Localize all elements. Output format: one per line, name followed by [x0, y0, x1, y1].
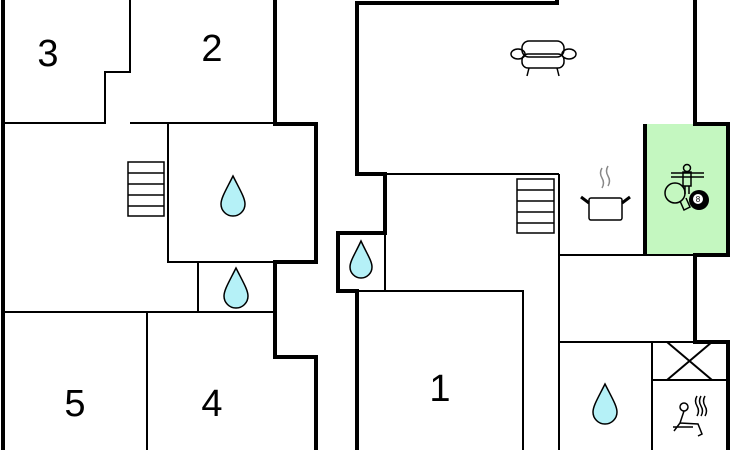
stairs-icon [516, 178, 555, 234]
room-label-2: 2 [201, 28, 222, 70]
room-label-3: 3 [37, 33, 58, 75]
billiard-ball-number: 8 [696, 195, 701, 204]
sauna-icon [673, 395, 708, 437]
ping-pong-paddle-icon [664, 182, 691, 212]
sofa-icon [510, 40, 577, 77]
water-drop-icon [349, 239, 373, 279]
water-drop-icon [592, 382, 618, 425]
water-drop-icon [223, 266, 249, 309]
stairs-icon [127, 161, 165, 217]
billiard-ball-icon: 8 [689, 190, 709, 210]
room-label-4: 4 [201, 383, 222, 425]
room-label-5: 5 [64, 383, 85, 425]
room-label-1: 1 [429, 368, 450, 410]
interior-walls [3, 0, 728, 450]
water-drop-icon [220, 174, 246, 217]
game-room [645, 124, 728, 255]
game-room-icon [664, 163, 704, 212]
cooking-pot-icon [580, 165, 631, 221]
